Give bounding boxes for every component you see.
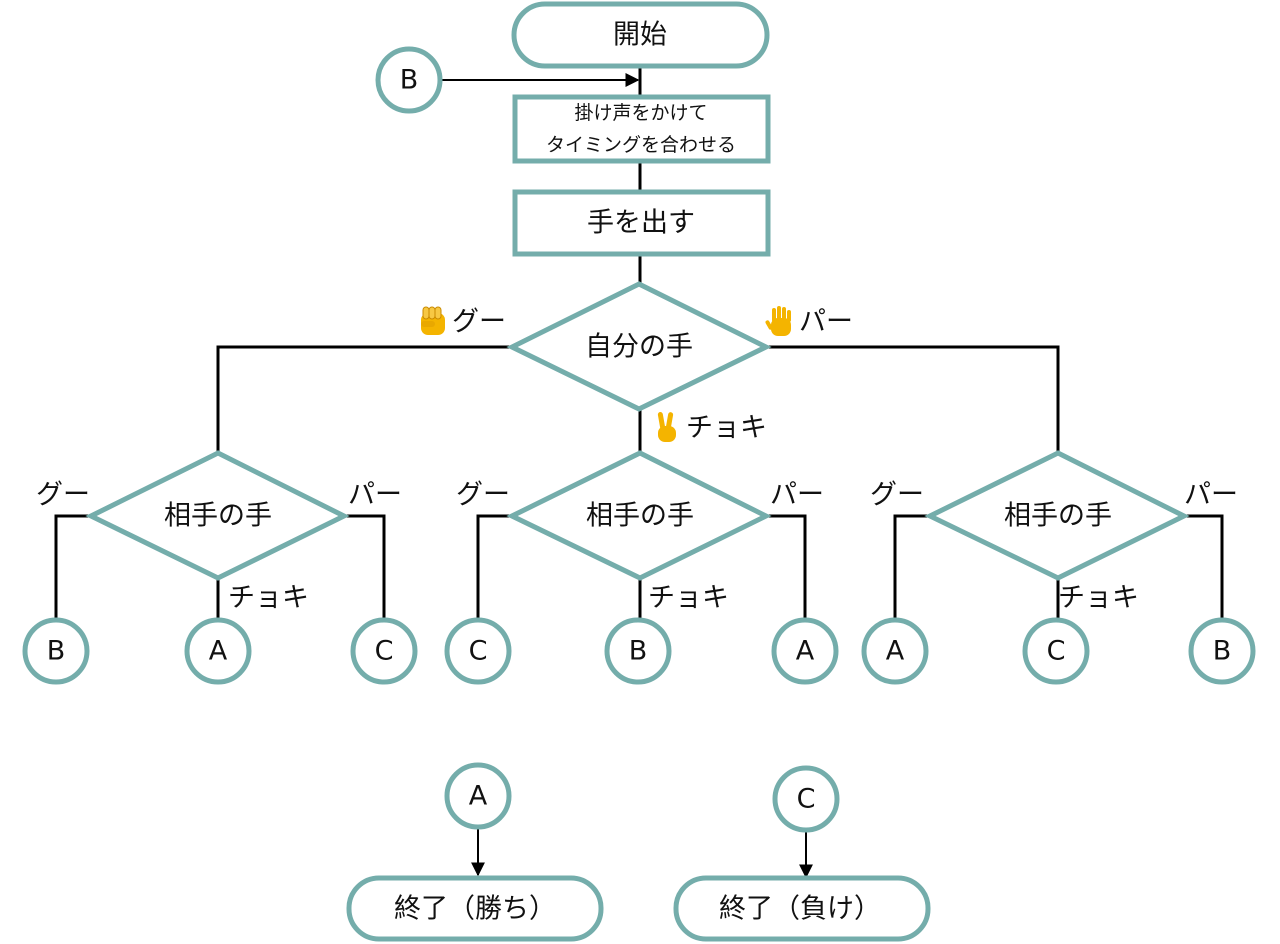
step-call-box: 掛け声をかけて タイミングを合わせる (512, 94, 771, 164)
opponent-branch-scissors-label: チョキ (228, 583, 309, 614)
my-hand-label: 自分の手 (585, 332, 693, 363)
outcome-connector: C (1047, 636, 1066, 667)
loop-connector-b: B (375, 46, 443, 114)
opponent-branch-scissors-label: チョキ (1058, 583, 1139, 614)
opponent-branch-paper-label: パー (348, 480, 402, 511)
outcome-connector: A (886, 636, 905, 667)
opponent-branch-rock-label: グー (456, 480, 510, 511)
opponent-branch-scissors-label: チョキ (648, 583, 729, 614)
opponent-decision-label: 相手の手 (164, 501, 272, 532)
outcome-connector: B (47, 636, 66, 667)
end-win: A 終了（勝ち） (346, 762, 604, 942)
my-hand-branch-rock: グー (421, 306, 506, 338)
outcome-connector: C (375, 636, 394, 667)
fist-emoji-icon (421, 306, 445, 335)
end-lose-label: 終了（負け） (719, 894, 881, 925)
my-hand-branch-scissors: チョキ (657, 412, 767, 444)
opponent-branch-rock-label: グー (870, 480, 924, 511)
opponent-decision-label: 相手の手 (1004, 501, 1112, 532)
opponent-branch-paper-label: パー (1184, 480, 1238, 511)
my-hand-rock-label: グー (452, 307, 506, 338)
opponent-decision-rock: 相手の手 グー パー チョキ (36, 450, 402, 614)
raised-hand-emoji-icon (765, 306, 791, 336)
step-call-line2: タイミングを合わせる (546, 134, 736, 156)
outcome-connector: B (1213, 636, 1232, 667)
loop-connector-label: B (400, 65, 419, 96)
opponent-decision-scissors: 相手の手 グー パー チョキ (456, 450, 824, 614)
step-throw-label: 手を出す (587, 208, 695, 239)
start-terminal: 開始 (511, 1, 770, 69)
my-hand-paper-label: パー (799, 307, 853, 338)
outcome-connector: A (209, 636, 228, 667)
outcome-connector: A (796, 636, 815, 667)
end-win-label: 終了（勝ち） (394, 894, 556, 925)
outcome-connectors: B A C C B A A C B (22, 617, 1256, 685)
end-lose-connector: C (797, 784, 816, 815)
end-lose: C 終了（負け） (673, 765, 931, 942)
opponent-branch-rock-label: グー (36, 480, 90, 511)
my-hand-scissors-label: チョキ (686, 413, 767, 444)
end-win-connector: A (469, 781, 488, 812)
start-label: 開始 (613, 20, 667, 51)
my-hand-branch-paper: パー (765, 306, 853, 338)
opponent-decision-label: 相手の手 (586, 501, 694, 532)
opponent-decision-paper: 相手の手 グー パー チョキ (870, 450, 1238, 614)
victory-hand-emoji-icon (657, 412, 676, 442)
connector-lines (54, 68, 1224, 879)
my-hand-decision: 自分の手 (506, 281, 772, 412)
outcome-connector: C (469, 636, 488, 667)
step-call-line1: 掛け声をかけて (574, 102, 707, 124)
opponent-branch-paper-label: パー (770, 480, 824, 511)
step-throw-box: 手を出す (512, 189, 771, 257)
outcome-connector: B (629, 636, 648, 667)
